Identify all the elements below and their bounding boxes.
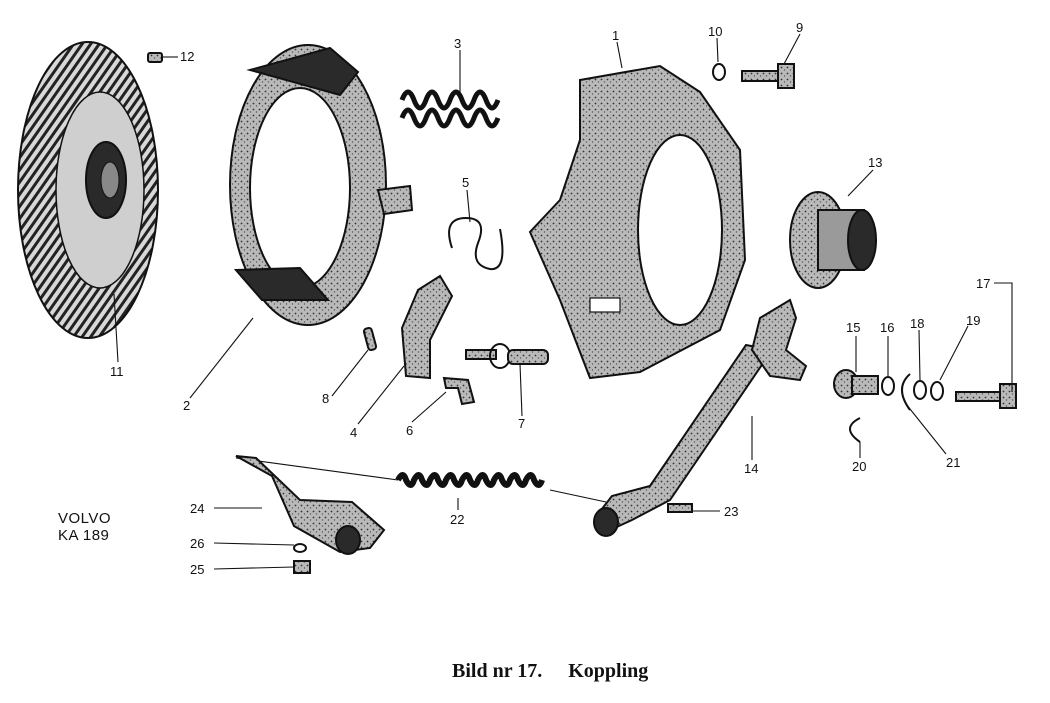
washer-part-19 (930, 381, 944, 401)
callout-22: 22 (450, 512, 464, 527)
callout-8: 8 (322, 391, 329, 406)
release-lever (400, 274, 454, 380)
pin-part-8 (362, 327, 378, 351)
clevis-pin (667, 503, 693, 513)
strut-part-6 (442, 376, 476, 406)
clutch-fork (593, 298, 808, 537)
callout-18: 18 (910, 316, 924, 331)
callout-11: 11 (110, 364, 124, 379)
callout-13: 13 (868, 155, 882, 170)
callout-23: 23 (724, 504, 738, 519)
clutch-disc (17, 41, 159, 339)
caption-label: Bild nr 17. (452, 660, 543, 682)
callout-10: 10 (708, 24, 722, 39)
clutch-housing (528, 64, 747, 380)
callout-16: 16 (880, 320, 894, 335)
reference-line-1: VOLVO (58, 510, 112, 527)
reference-code: VOLVO KA 189 (58, 510, 111, 544)
callout-15: 15 (846, 320, 860, 335)
washer-part-10 (712, 63, 726, 81)
callout-3: 3 (454, 36, 461, 51)
screw-part-12 (147, 52, 163, 63)
callout-7: 7 (518, 416, 525, 431)
pedal-bracket (235, 455, 386, 555)
callout-6: 6 (406, 423, 413, 438)
clip-part-20 (849, 417, 861, 443)
callout-2: 2 (183, 398, 190, 413)
callout-17: 17 (976, 276, 990, 291)
callout-5: 5 (462, 175, 469, 190)
pressure-plate (229, 44, 414, 326)
return-spring (235, 457, 607, 503)
callout-labels: 1 2 3 4 5 6 7 8 9 10 11 12 13 14 15 16 1… (110, 20, 990, 577)
callout-24: 24 (190, 501, 204, 516)
callout-14: 14 (744, 461, 758, 476)
callout-21: 21 (946, 455, 960, 470)
caption-title: Koppling (568, 660, 649, 682)
callout-19: 19 (966, 313, 980, 328)
ball-stud (833, 369, 879, 399)
callout-4: 4 (350, 425, 357, 440)
callout-1: 1 (612, 28, 619, 43)
retainer-spring (448, 216, 504, 271)
washer-part-16 (881, 376, 895, 396)
figure-caption: Bild nr 17. Koppling (452, 660, 648, 683)
callout-25: 25 (190, 562, 204, 577)
eye-bolt (465, 343, 549, 369)
bolt-part-9 (741, 63, 795, 89)
callout-9: 9 (796, 20, 803, 35)
washer-part-26 (293, 543, 307, 553)
reference-line-2: KA 189 (58, 527, 110, 544)
callout-26: 26 (190, 536, 204, 551)
callout-12: 12 (180, 49, 194, 64)
washer-part-18 (913, 380, 927, 400)
leader-lines (113, 33, 1013, 570)
screw-part-25 (293, 560, 311, 574)
release-bearing (789, 191, 877, 289)
pressure-springs (399, 89, 501, 129)
callout-20: 20 (852, 459, 866, 474)
bolt-part-17 (955, 383, 1017, 409)
